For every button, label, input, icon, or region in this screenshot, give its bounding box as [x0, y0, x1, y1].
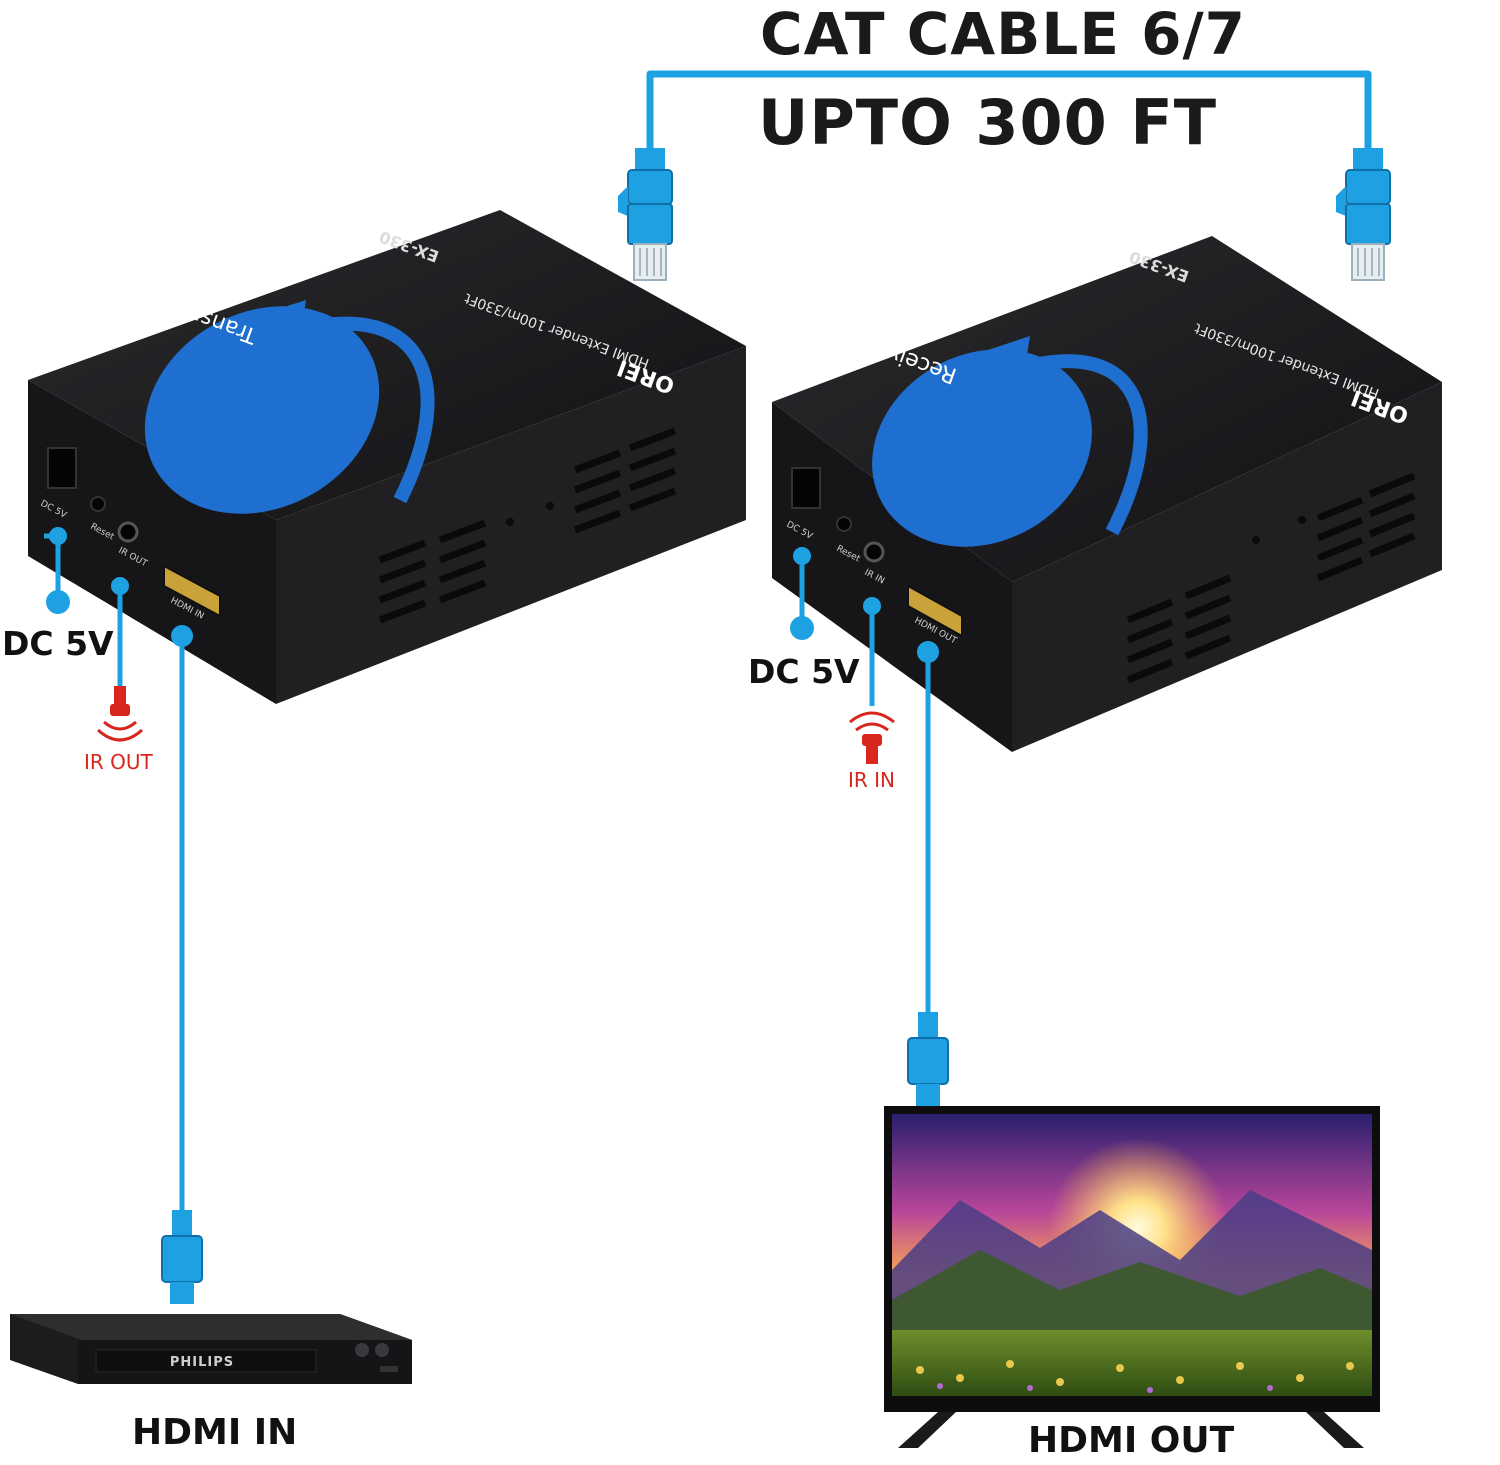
rx-reset-button-icon	[836, 516, 852, 532]
player-brand: PHILIPS	[170, 1355, 234, 1370]
reset-button-icon	[90, 496, 106, 512]
rx-hdmi-port-icon	[907, 584, 963, 638]
rx-dc-jack-icon	[791, 467, 821, 509]
bluray-player-icon	[10, 1314, 412, 1384]
header-distance: UPTO 300 FT	[758, 86, 1218, 159]
hdmi-plug-source-icon	[161, 1210, 203, 1304]
transmitter-logo-swoosh-icon	[144, 300, 435, 514]
dc-jack-icon	[47, 447, 77, 489]
rx-ir-callout-label: IR IN	[848, 768, 896, 792]
rx-dc-callout-label: DC 5V	[748, 652, 860, 691]
receiver-unit	[772, 236, 1442, 752]
rj45-plug-left-icon	[618, 148, 673, 281]
receiver-vents	[1126, 472, 1416, 684]
transmitter-unit	[28, 210, 746, 704]
television-icon	[884, 1106, 1380, 1448]
tx-dc-callout-label: DC 5V	[2, 624, 114, 663]
rj45-plug-right-icon	[1336, 148, 1391, 281]
display-caption: HDMI OUT	[1028, 1420, 1235, 1461]
transmitter-vents	[378, 427, 677, 624]
ir-jack-icon	[117, 521, 139, 543]
source-caption: HDMI IN	[132, 1412, 298, 1453]
ir-emitter-icon	[96, 686, 144, 742]
header-cable-type: CAT CABLE 6/7	[760, 0, 1247, 68]
ir-receiver-icon	[849, 711, 895, 764]
tx-ir-callout-label: IR OUT	[84, 750, 153, 774]
hdmi-port-icon	[163, 564, 221, 618]
rx-ir-jack-icon	[863, 541, 885, 563]
cat-cable-link	[618, 70, 1391, 281]
hdmi-plug-display-icon	[907, 1012, 949, 1106]
receiver-logo-swoosh-icon	[872, 336, 1148, 547]
